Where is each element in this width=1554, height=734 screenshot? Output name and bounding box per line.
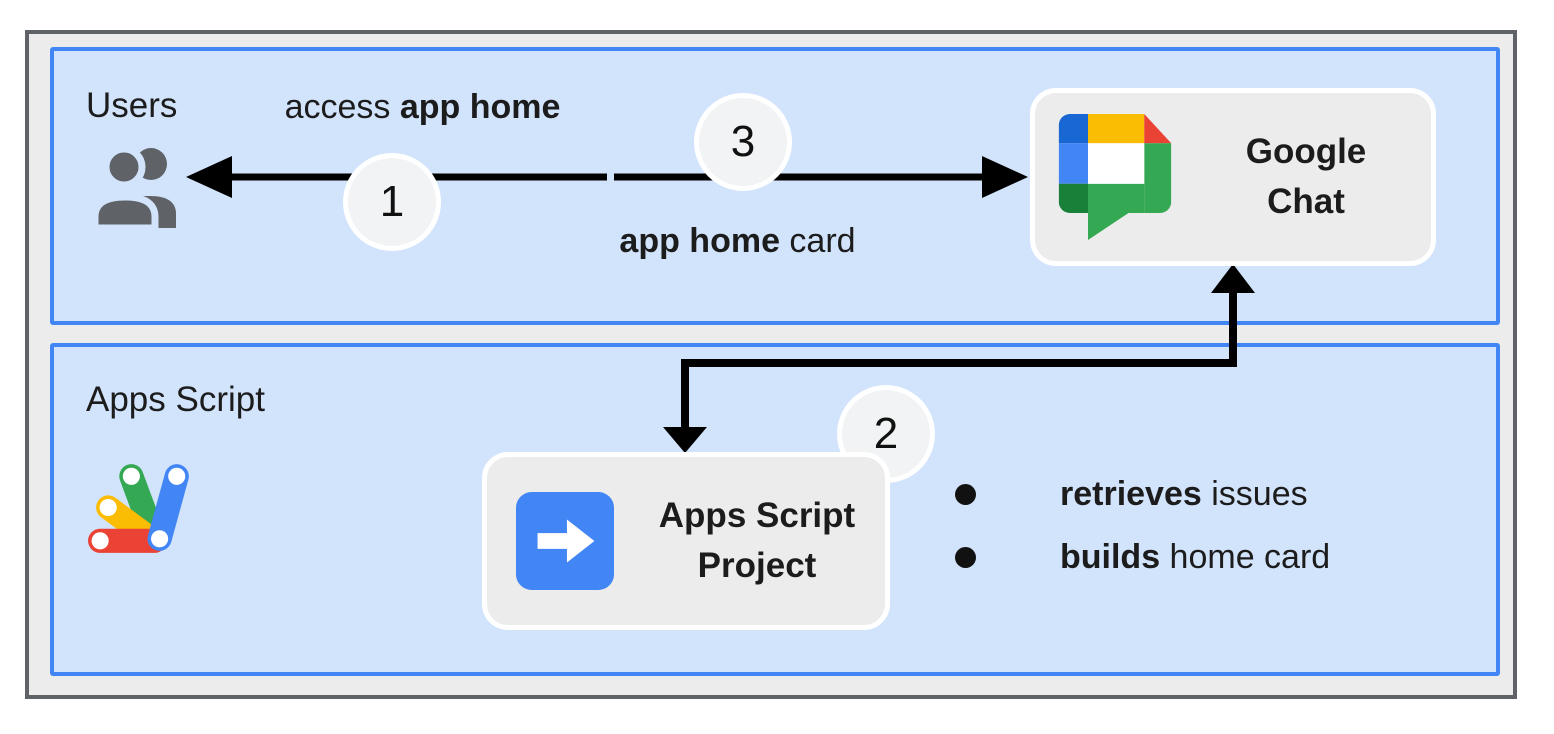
step-circle-3: 3: [694, 93, 792, 191]
step-number-1: 1: [379, 177, 405, 226]
edge-label-card-regular: card: [779, 222, 856, 260]
apps-script-project-label: Apps Script Project: [658, 496, 856, 585]
bullet-text: retrieves issues: [1060, 475, 1308, 513]
edge-label-access-regular: access: [284, 88, 400, 126]
users-panel-label: Users: [86, 86, 178, 125]
users-icon: [91, 145, 176, 232]
google-chat-node: Google Chat: [1030, 88, 1436, 266]
step-circle-1: 1: [343, 153, 441, 251]
edge-label-access-bold: app home: [399, 88, 561, 126]
bullet-item-builds: builds home card: [940, 526, 1420, 589]
google-chat-icon: [1058, 114, 1172, 240]
bullet-item-retrieves: retrieves issues: [940, 463, 1420, 526]
bullet-dot: [955, 547, 976, 568]
apps-script-logo-icon: [88, 464, 189, 553]
edge-label-app-home-card: app home card: [580, 222, 895, 261]
bullet-list: retrieves issues builds home card: [940, 463, 1420, 589]
apps-script-panel-label: Apps Script: [86, 380, 265, 419]
bullet-dot: [955, 484, 976, 505]
step-number-3: 3: [730, 117, 756, 166]
google-chat-label: Google Chat: [1245, 132, 1367, 221]
apps-script-project-node: Apps Script Project: [482, 452, 890, 630]
edge-label-access-app-home: access app home: [255, 88, 590, 127]
step-number-2: 2: [873, 409, 899, 458]
bullet-text: builds home card: [1060, 538, 1331, 576]
right-arrow-icon: [516, 492, 614, 590]
edge-label-card-bold: app home: [619, 222, 780, 260]
